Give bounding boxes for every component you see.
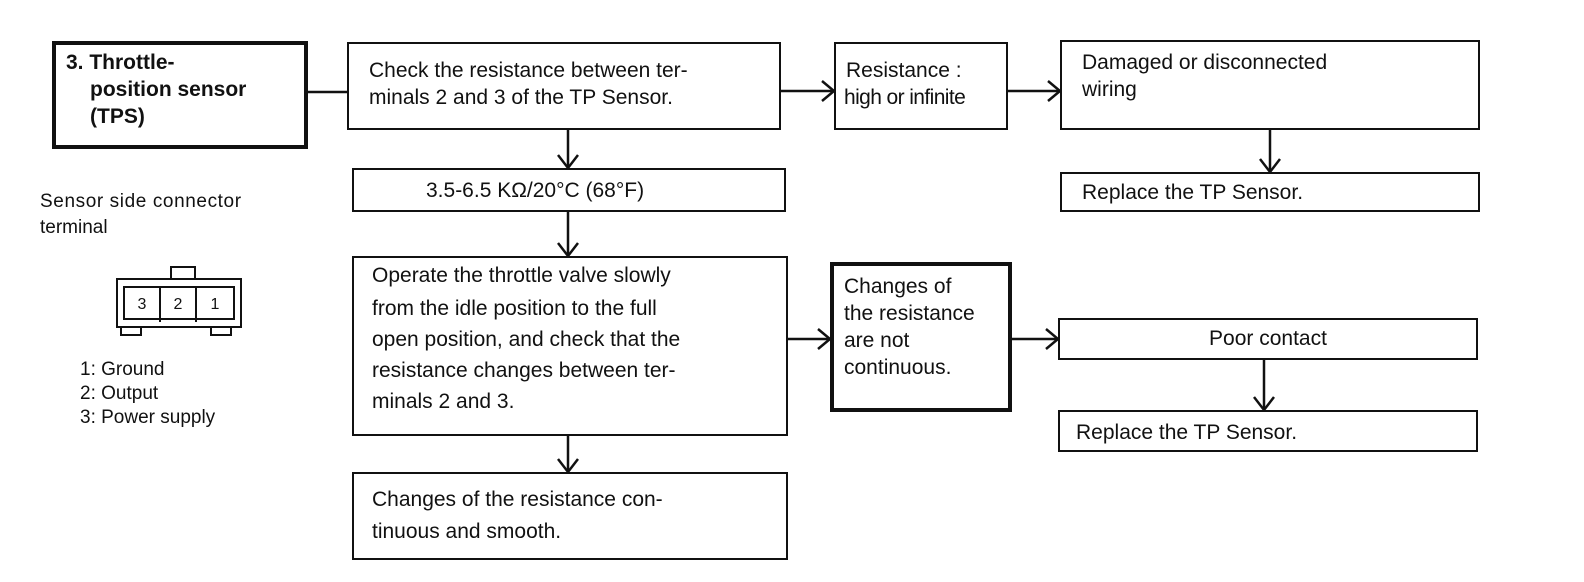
pin-2: 2 bbox=[161, 288, 197, 322]
not-continuous-line-1: Changes of bbox=[844, 275, 952, 298]
pin-3: 3 bbox=[125, 288, 161, 322]
continuous-smooth-box: Changes of the resistance con- tinuous a… bbox=[352, 472, 788, 560]
not-continuous-line-2: the resistance bbox=[844, 302, 975, 325]
not-continuous-box: Changes of the resistance are not contin… bbox=[830, 262, 1012, 412]
title-line-1: 3. Throttle- bbox=[66, 51, 175, 74]
continuous-smooth-line-2: tinuous and smooth. bbox=[372, 520, 562, 543]
title-line-3: (TPS) bbox=[90, 105, 145, 128]
not-continuous-line-3: are not bbox=[844, 329, 910, 352]
legend-ground: 1: Ground bbox=[80, 359, 165, 380]
tps-title-box: 3. Throttle- position sensor (TPS) bbox=[52, 41, 308, 149]
legend-power-supply: 3: Power supply bbox=[80, 407, 216, 428]
replace-sensor-box-1: Replace the TP Sensor. bbox=[1060, 172, 1480, 212]
resistance-high-line-1: Resistance : bbox=[846, 59, 962, 82]
legend-output: 2: Output bbox=[80, 383, 159, 404]
connector-body: 3 2 1 bbox=[116, 278, 242, 328]
operate-throttle-box: Operate the throttle valve slowly from t… bbox=[352, 256, 788, 436]
damaged-wiring-box: Damaged or disconnected wiring bbox=[1060, 40, 1480, 130]
replace-sensor-text-2: Replace the TP Sensor. bbox=[1076, 421, 1298, 444]
poor-contact-text: Poor contact bbox=[1209, 327, 1327, 350]
connector-latch-right bbox=[210, 328, 232, 336]
operate-throttle-line-5: minals 2 and 3. bbox=[372, 390, 515, 413]
connector-diagram: 3 2 1 bbox=[116, 266, 242, 346]
damaged-wiring-line-1: Damaged or disconnected bbox=[1082, 51, 1328, 74]
pin-1: 1 bbox=[210, 296, 220, 313]
continuous-smooth-line-1: Changes of the resistance con- bbox=[372, 488, 663, 511]
connector-key bbox=[170, 266, 196, 278]
connector-pin-row: 3 2 1 bbox=[123, 286, 235, 322]
replace-sensor-text-1: Replace the TP Sensor. bbox=[1082, 181, 1304, 204]
connector-caption-line-1: Sensor side connector bbox=[40, 191, 242, 212]
damaged-wiring-line-2: wiring bbox=[1082, 78, 1137, 101]
check-resistance-box: Check the resistance between ter- minals… bbox=[347, 42, 781, 130]
replace-sensor-box-2: Replace the TP Sensor. bbox=[1058, 410, 1478, 452]
title-line-2: position sensor bbox=[90, 78, 247, 101]
poor-contact-box: Poor contact bbox=[1058, 318, 1478, 360]
check-resistance-line-1: Check the resistance between ter- bbox=[369, 59, 688, 82]
operate-throttle-line-4: resistance changes between ter- bbox=[372, 359, 676, 382]
resistance-high-line-2: high or infinite bbox=[844, 86, 966, 109]
operate-throttle-line-1: Operate the throttle valve slowly bbox=[372, 264, 671, 287]
resistance-spec-text: 3.5-6.5 KΩ/20°C (68°F) bbox=[426, 179, 645, 202]
resistance-high-box: Resistance : high or infinite bbox=[834, 42, 1008, 130]
operate-throttle-line-3: open position, and check that the bbox=[372, 328, 681, 351]
operate-throttle-line-2: from the idle position to the full bbox=[372, 297, 657, 320]
connector-latch-left bbox=[120, 328, 142, 336]
resistance-spec-box: 3.5-6.5 KΩ/20°C (68°F) bbox=[352, 168, 786, 212]
not-continuous-line-4: continuous. bbox=[844, 356, 952, 379]
connector-caption-line-2: terminal bbox=[40, 217, 108, 238]
check-resistance-line-2: minals 2 and 3 of the TP Sensor. bbox=[369, 86, 673, 109]
